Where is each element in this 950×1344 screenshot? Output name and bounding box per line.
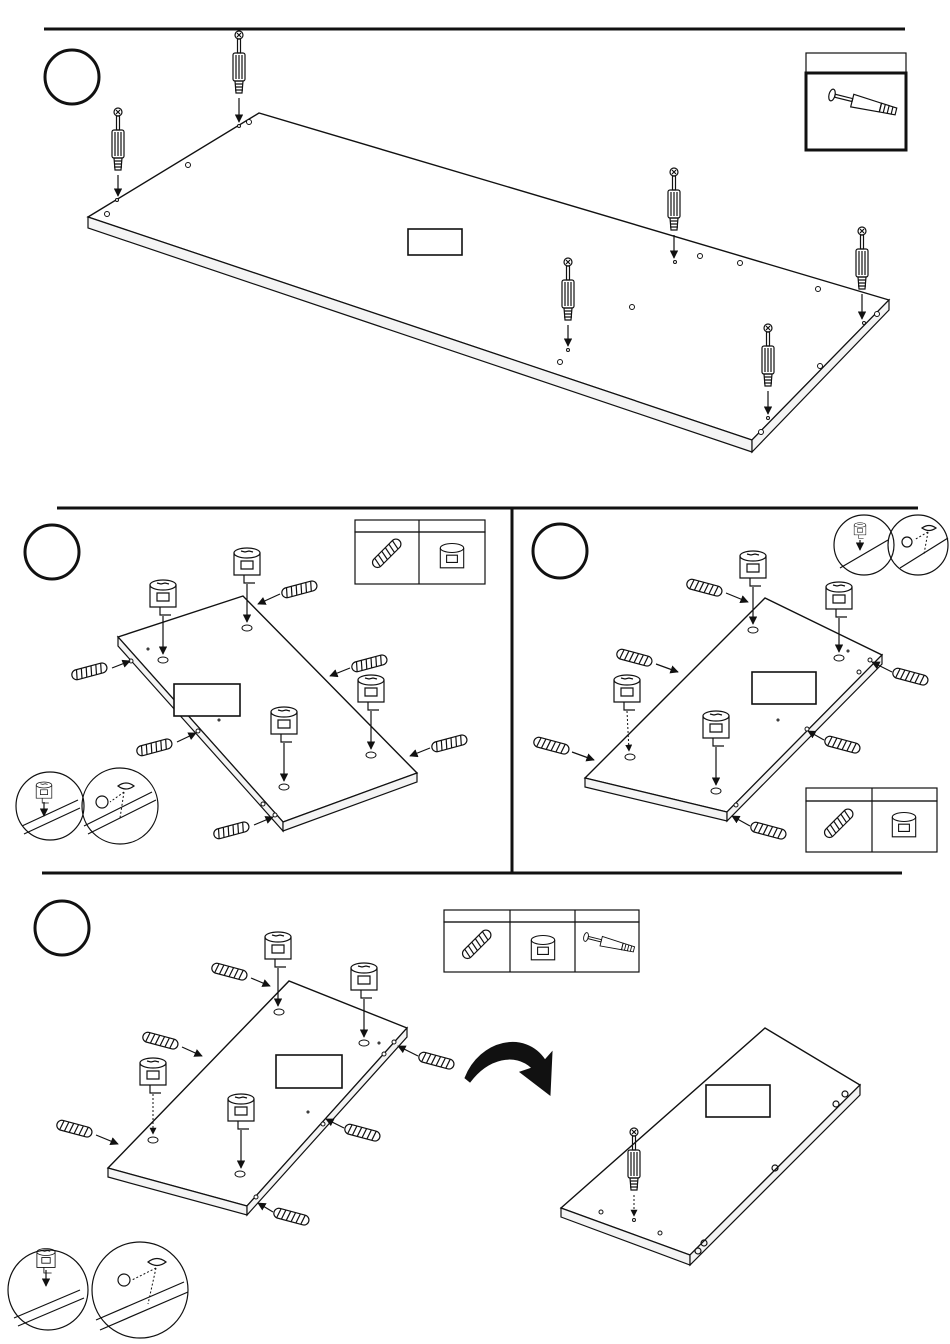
parts-box (806, 53, 906, 150)
wooden-dowel-icon (892, 667, 929, 686)
part-label-box (276, 1055, 342, 1088)
wooden-dowel-icon (418, 1051, 455, 1070)
wooden-dowel-icon (686, 578, 723, 597)
cam-bolt-icon (233, 31, 245, 93)
parts-box (355, 520, 485, 584)
wooden-dowel-icon (824, 735, 861, 754)
wooden-dowel-icon (750, 821, 787, 840)
cam-lock-icon (531, 936, 554, 960)
wooden-dowel-icon (136, 738, 173, 757)
wooden-dowel-icon (281, 580, 318, 599)
cam-lock-icon (351, 963, 377, 998)
cam-lock-icon (740, 551, 766, 586)
step-number-circle (533, 524, 587, 578)
cam-lock-icon (265, 932, 291, 967)
step-4-right-panel (561, 1028, 860, 1255)
cam-lock-icon (892, 813, 915, 837)
wooden-dowel-icon (213, 821, 250, 840)
wooden-dowel-icon (142, 1031, 179, 1050)
cam-lock-icon (234, 548, 260, 583)
cam-lock-icon (358, 675, 384, 710)
eye-icon (118, 783, 134, 789)
wooden-dowel-icon (370, 537, 403, 570)
step-4 (8, 901, 860, 1338)
wooden-dowel-icon (616, 648, 653, 667)
parts-box (806, 788, 937, 852)
detail-inset (834, 515, 948, 575)
wooden-dowel-icon (211, 962, 248, 981)
cam-bolt-icon (827, 88, 897, 117)
wooden-dowel-icon (273, 1207, 310, 1226)
cam-bolt-icon (583, 932, 636, 954)
wooden-dowel-icon (431, 734, 468, 753)
detail-inset (8, 1242, 188, 1338)
wooden-dowel-icon (533, 736, 570, 755)
wooden-dowel-icon (344, 1123, 381, 1142)
cam-lock-icon (150, 580, 176, 615)
wooden-dowel-icon (71, 662, 108, 681)
cam-lock-icon (826, 582, 852, 617)
wooden-dowel-icon (351, 654, 388, 673)
eye-icon (922, 526, 936, 531)
cam-lock-icon (440, 544, 463, 568)
cam-bolt-icon (668, 168, 680, 230)
part-label-box (408, 229, 462, 255)
part-label-box (706, 1085, 770, 1117)
step-1-panel (88, 113, 889, 440)
wooden-dowel-icon (460, 928, 493, 961)
step-number-circle (45, 50, 99, 104)
cam-lock-icon (614, 675, 640, 710)
step-2 (16, 520, 485, 844)
wooden-dowel-icon (822, 807, 855, 840)
flip-panel-arrow-icon (465, 1042, 552, 1095)
parts-box (444, 910, 639, 972)
wooden-dowel-icon (56, 1119, 93, 1138)
cam-lock-icon (140, 1058, 166, 1093)
step-1 (45, 31, 906, 452)
eye-icon (148, 1259, 166, 1266)
detail-inset (16, 768, 158, 844)
cam-bolt-icon (856, 227, 868, 289)
step-number-circle (35, 901, 89, 955)
step-3 (533, 515, 948, 852)
cam-bolt-icon (112, 108, 124, 170)
part-label-box (174, 684, 240, 716)
part-label-box (752, 672, 816, 704)
step-number-circle (25, 525, 79, 579)
